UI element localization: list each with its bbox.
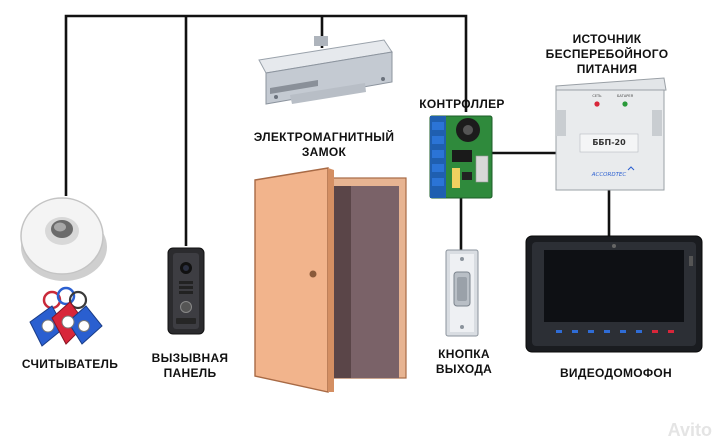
magnetic-lock-icon: [258, 36, 393, 105]
label-ups: ИСТОЧНИК БЕСПЕРЕБОЙНОГО ПИТАНИЯ: [545, 32, 669, 76]
ups-model-text: ББП-20: [592, 138, 626, 147]
ups-box-icon: [555, 77, 667, 191]
label-em-lock: ЭЛЕКТРОМАГНИТНЫЙ ЗАМОК: [253, 130, 395, 159]
label-exit-button: КНОПКА ВЫХОДА: [435, 347, 493, 376]
video-monitor-icon: [525, 235, 703, 353]
door-icon: [254, 167, 407, 393]
label-video-intercom: ВИДЕОДОМОФОН: [559, 366, 673, 380]
keyfob-icon: [29, 286, 103, 347]
wire-top-bus: [64, 14, 468, 196]
label-call-panel: ВЫЗЫВНАЯ ПАНЕЛЬ: [151, 351, 229, 380]
ups-led-right-label: БАТАРЕЯ: [617, 94, 634, 98]
exit-button-icon: [445, 249, 479, 337]
wiring: [64, 14, 611, 250]
ups-led-left-label: СЕТЬ: [592, 94, 602, 98]
controller-board-icon: [429, 115, 493, 199]
label-controller: КОНТРОЛЛЕР: [419, 97, 505, 111]
reader-icon: [20, 197, 107, 281]
ups-brand-text: ACCORDTEC: [591, 172, 627, 178]
watermark: Avito: [668, 420, 712, 439]
label-reader: СЧИТЫВАТЕЛЬ: [21, 357, 119, 371]
call-panel-icon: [167, 247, 205, 335]
